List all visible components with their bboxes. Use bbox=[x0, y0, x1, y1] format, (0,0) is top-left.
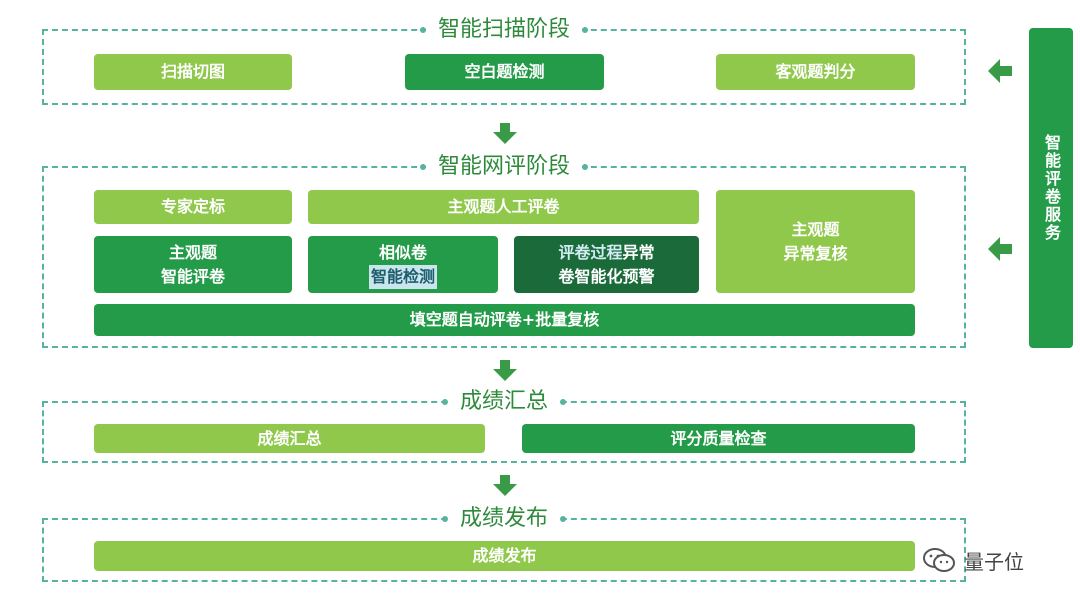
box-blank-detect: 空白题检测 bbox=[405, 54, 604, 90]
arrow-left-icon bbox=[988, 237, 1012, 261]
box-quality-check: 评分质量检查 bbox=[522, 424, 915, 453]
box-scan-cut: 扫描切图 bbox=[94, 54, 292, 90]
similar-line-1: 相似卷 bbox=[378, 242, 427, 262]
box-objective-score: 客观题判分 bbox=[716, 54, 915, 90]
watermark-text: 量子位 bbox=[964, 549, 1024, 574]
box-expert-calibration: 专家定标 bbox=[94, 190, 292, 224]
arrow-down-icon bbox=[493, 360, 517, 382]
box-similar-detect: 相似卷 智能检测 bbox=[308, 236, 498, 293]
arrow-down-icon bbox=[493, 123, 517, 145]
stage-title-container: 成绩汇总 bbox=[44, 387, 964, 417]
box-subjective-ai: 主观题 智能评卷 bbox=[94, 236, 292, 293]
similar-line-2: 智能检测 bbox=[368, 264, 437, 289]
title-dot bbox=[441, 516, 448, 522]
stage-title-container: 成绩发布 bbox=[44, 504, 964, 534]
title-dot bbox=[441, 399, 448, 405]
watermark: 量子位 bbox=[922, 544, 1024, 576]
box-subjective-recheck: 主观题 异常复核 bbox=[716, 190, 915, 293]
subjective-ai-line-2: 智能评卷 bbox=[160, 266, 225, 286]
arrow-left-icon bbox=[988, 59, 1012, 83]
box-anomaly-warning: 评卷过程异常 卷智能化预警 bbox=[514, 236, 699, 293]
stage-title-container: 智能网评阶段 bbox=[44, 152, 964, 182]
box-score-summary: 成绩汇总 bbox=[94, 424, 485, 453]
stage-publish: 成绩发布 bbox=[42, 505, 966, 582]
title-dot bbox=[419, 164, 426, 170]
stage-scan: 智能扫描阶段 bbox=[42, 16, 966, 105]
warning-highlight: 评卷过程 bbox=[558, 242, 623, 262]
wechat-icon bbox=[923, 548, 955, 572]
recheck-line-2: 异常复核 bbox=[783, 243, 848, 263]
title-dot bbox=[560, 399, 566, 405]
warning-line-1: 评卷过程异常 bbox=[558, 241, 654, 265]
stage-title-review: 智能网评阶段 bbox=[425, 153, 582, 181]
subjective-ai-line-1: 主观题 bbox=[168, 242, 217, 262]
stage-title-container: 智能扫描阶段 bbox=[44, 15, 964, 45]
stage-title-publish: 成绩发布 bbox=[447, 505, 560, 533]
title-dot bbox=[582, 27, 588, 33]
title-dot bbox=[419, 27, 426, 33]
stage-review: 智能网评阶段 bbox=[42, 153, 966, 348]
recheck-line-1: 主观题 bbox=[791, 219, 840, 239]
box-score-publish: 成绩发布 bbox=[94, 541, 915, 571]
arrow-down-icon bbox=[493, 475, 517, 497]
stage-title-scan: 智能扫描阶段 bbox=[425, 16, 582, 44]
stage-summary: 成绩汇总 bbox=[42, 388, 966, 463]
box-fill-blank-auto: 填空题自动评卷+批量复核 bbox=[94, 304, 915, 336]
stage-title-summary: 成绩汇总 bbox=[447, 388, 560, 416]
title-dot bbox=[582, 164, 588, 170]
warning-anomaly: 异常 bbox=[622, 242, 655, 262]
title-dot bbox=[560, 516, 566, 522]
side-service-label: 智能评卷服务 bbox=[1042, 134, 1061, 242]
side-service-panel: 智能评卷服务 bbox=[1029, 28, 1073, 348]
warning-line-2: 卷智能化预警 bbox=[558, 266, 655, 286]
box-manual-review: 主观题人工评卷 bbox=[308, 190, 699, 224]
